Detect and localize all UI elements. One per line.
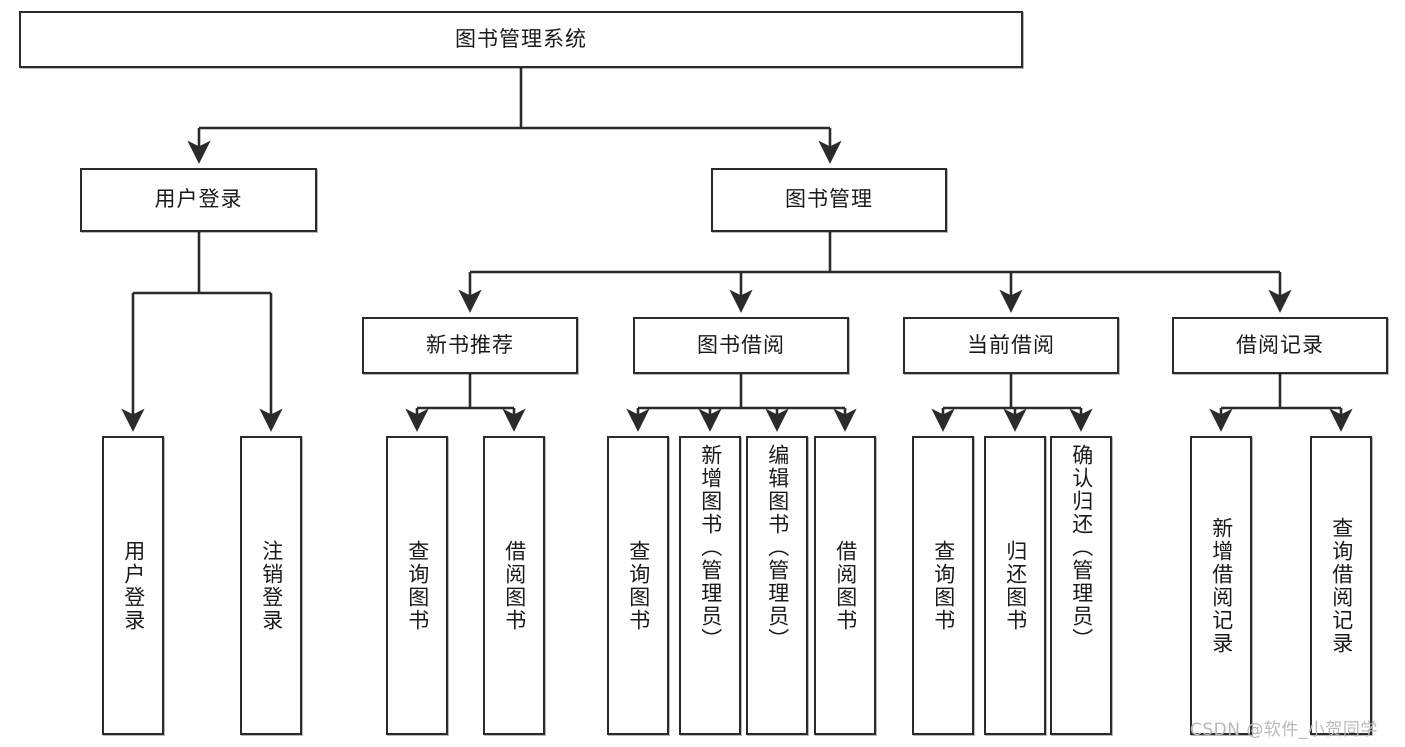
node-leaf-query-book-2[interactable]: 查询图书 — [607, 436, 669, 735]
node-book-borrow-label: 图书借阅 — [697, 332, 785, 357]
node-new-book-rec-label: 新书推荐 — [426, 332, 514, 357]
node-leaf-add-book[interactable]: 新增图书（管理员） — [679, 436, 741, 735]
node-leaf-query-record[interactable]: 查询借阅记录 — [1310, 436, 1372, 735]
node-book-manage[interactable]: 图书管理 — [711, 168, 947, 232]
node-leaf-borrow-book-1-label: 借阅图书 — [502, 539, 527, 632]
node-leaf-borrow-book-2[interactable]: 借阅图书 — [814, 436, 876, 735]
node-root[interactable]: 图书管理系统 — [19, 11, 1023, 68]
node-leaf-query-book-1[interactable]: 查询图书 — [386, 436, 448, 735]
node-current-borrow-label: 当前借阅 — [967, 332, 1055, 357]
node-leaf-confirm-return-label: 确认归还（管理员） — [1069, 444, 1094, 651]
node-borrow-record[interactable]: 借阅记录 — [1172, 317, 1388, 374]
node-leaf-query-book-3[interactable]: 查询图书 — [912, 436, 974, 735]
node-leaf-logout[interactable]: 注销登录 — [240, 436, 302, 735]
node-leaf-borrow-book-2-label: 借阅图书 — [833, 539, 858, 632]
node-leaf-add-record[interactable]: 新增借阅记录 — [1190, 436, 1252, 735]
node-new-book-rec[interactable]: 新书推荐 — [362, 317, 578, 374]
node-leaf-edit-book[interactable]: 编辑图书（管理员） — [746, 436, 808, 735]
node-leaf-query-book-3-label: 查询图书 — [931, 539, 956, 632]
node-user-login-label: 用户登录 — [154, 187, 243, 212]
node-leaf-edit-book-label: 编辑图书（管理员） — [765, 444, 790, 651]
node-leaf-user-login-label: 用户登录 — [121, 539, 146, 632]
node-book-manage-label: 图书管理 — [785, 187, 873, 212]
csdn-watermark: CSDN @软件_小贺同学 — [1190, 720, 1378, 740]
node-leaf-borrow-book-1[interactable]: 借阅图书 — [483, 436, 545, 735]
node-leaf-user-login[interactable]: 用户登录 — [102, 436, 164, 735]
node-leaf-query-record-label: 查询借阅记录 — [1329, 516, 1354, 655]
node-leaf-query-book-1-label: 查询图书 — [405, 539, 430, 632]
node-current-borrow[interactable]: 当前借阅 — [903, 317, 1119, 374]
node-book-borrow[interactable]: 图书借阅 — [633, 317, 849, 374]
node-leaf-add-record-label: 新增借阅记录 — [1209, 516, 1234, 655]
node-borrow-record-label: 借阅记录 — [1236, 332, 1324, 357]
node-leaf-add-book-label: 新增图书（管理员） — [698, 444, 723, 651]
node-leaf-confirm-return[interactable]: 确认归还（管理员） — [1050, 436, 1112, 735]
node-leaf-return-book[interactable]: 归还图书 — [984, 436, 1046, 735]
node-root-label: 图书管理系统 — [455, 26, 587, 51]
node-leaf-return-book-label: 归还图书 — [1003, 539, 1028, 632]
node-leaf-query-book-2-label: 查询图书 — [626, 539, 651, 632]
node-user-login[interactable]: 用户登录 — [80, 168, 317, 232]
node-leaf-logout-label: 注销登录 — [259, 539, 284, 632]
